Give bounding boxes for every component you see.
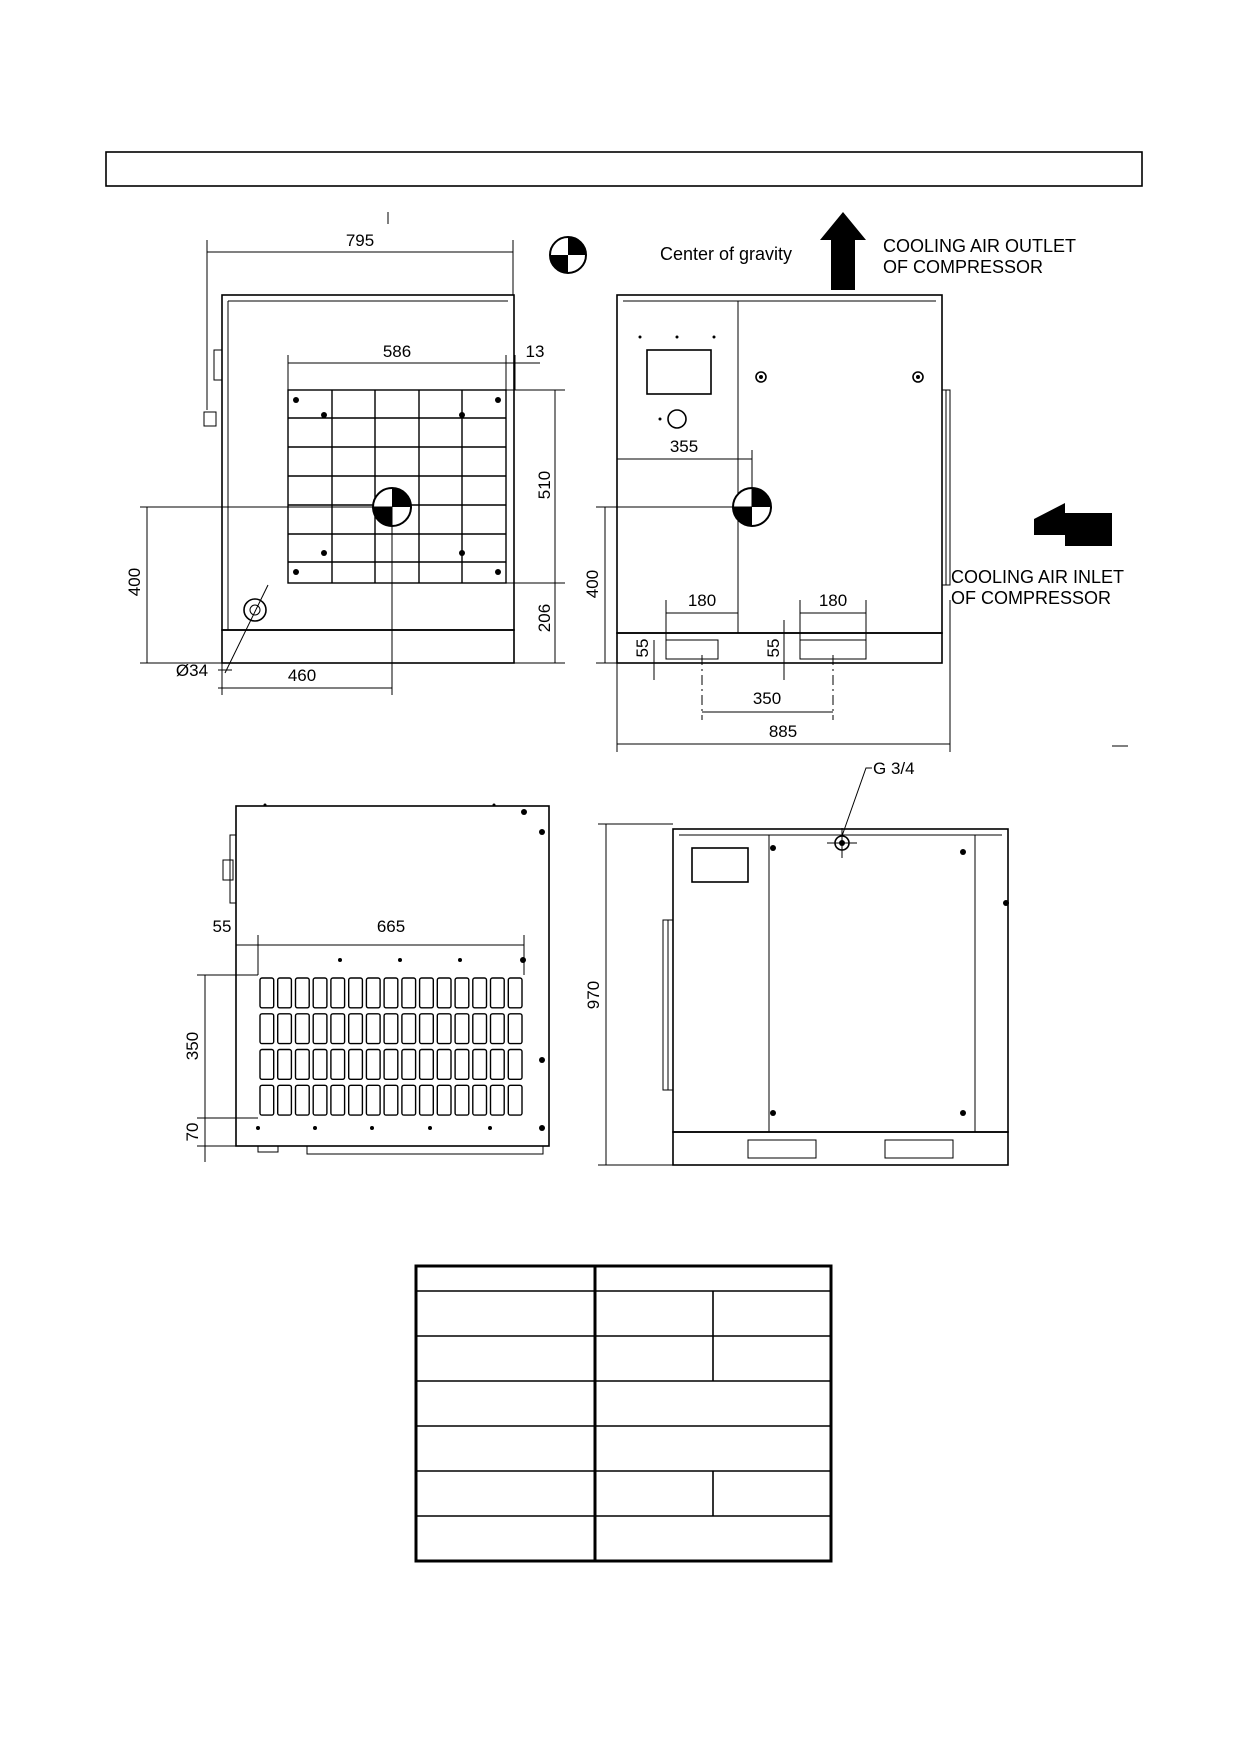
- dim-885: 885: [769, 722, 797, 741]
- dim-206: 206: [535, 604, 554, 632]
- rear-grille: [259, 977, 523, 1116]
- dim-55-left: 55: [633, 639, 652, 658]
- cog-legend-label: Center of gravity: [660, 244, 792, 264]
- connection-label: G 3/4: [873, 759, 915, 778]
- dim-diameter-34: Ø34: [176, 661, 208, 680]
- g34-port-icon: [827, 828, 857, 858]
- air-inlet-arrow-icon: [1034, 503, 1112, 546]
- air-inlet-line2: OF COMPRESSOR: [951, 588, 1111, 608]
- dim-180-right: 180: [819, 591, 847, 610]
- air-outlet-arrow-icon: [820, 212, 866, 290]
- dim-350-front: 350: [753, 689, 781, 708]
- dim-665: 665: [377, 917, 405, 936]
- other-side-view: G 3/4 970: [584, 759, 1009, 1166]
- front-view: 355 400 180 180 55 55 350 885: [583, 294, 1128, 752]
- air-inlet-line1: COOLING AIR INLET: [951, 567, 1124, 587]
- dim-180-left: 180: [688, 591, 716, 610]
- dim-355: 355: [670, 437, 698, 456]
- dim-510: 510: [535, 471, 554, 499]
- dim-350-rear: 350: [183, 1032, 202, 1060]
- dim-400-front: 400: [583, 570, 602, 598]
- spec-table: [414, 1264, 833, 1563]
- side-grille: [287, 389, 507, 584]
- dim-460: 460: [288, 666, 316, 685]
- cog-legend-icon: [549, 236, 587, 274]
- dim-970: 970: [584, 981, 603, 1009]
- dim-70: 70: [183, 1123, 202, 1142]
- dim-13: 13: [526, 342, 545, 361]
- air-outlet-line1: COOLING AIR OUTLET: [883, 236, 1076, 256]
- dim-795: 795: [346, 231, 374, 250]
- rear-view: 55 665 350 70: [183, 803, 550, 1162]
- dim-55-right: 55: [764, 639, 783, 658]
- dim-400-side: 400: [125, 568, 144, 596]
- dim-586: 586: [383, 342, 411, 361]
- cog-legend: Center of gravity: [549, 236, 792, 274]
- header-frame: [105, 151, 1143, 187]
- dim-55-rear: 55: [213, 917, 232, 936]
- side-view: 795 586 13 510 400 206 Ø34 460: [125, 231, 565, 695]
- air-outlet-line2: OF COMPRESSOR: [883, 257, 1043, 277]
